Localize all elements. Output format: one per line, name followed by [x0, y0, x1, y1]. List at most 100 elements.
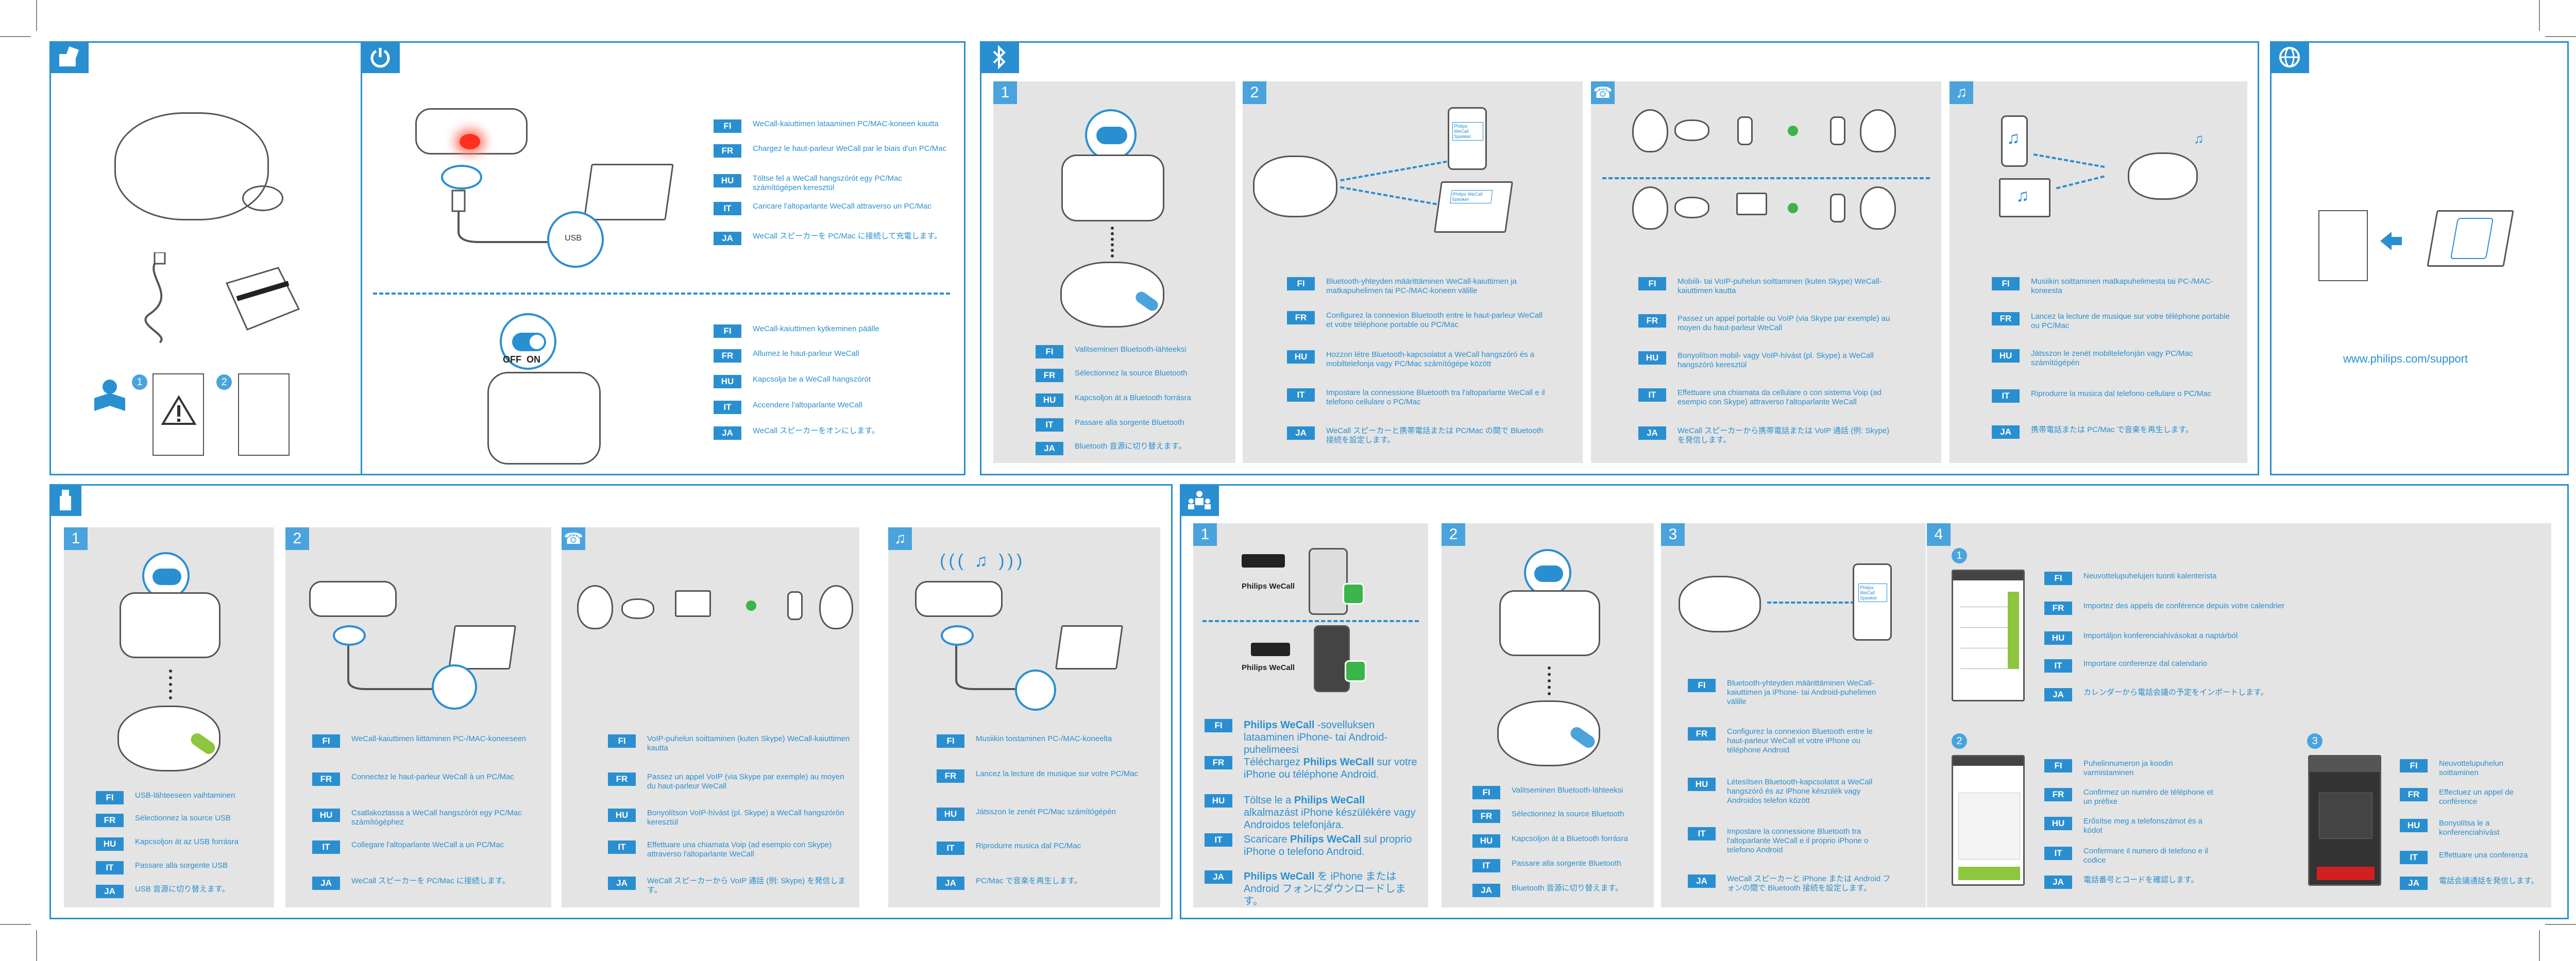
instruction-text: Configurez la connexion Bluetooth entre … — [1326, 311, 1543, 329]
instruction-text: Téléchargez Philips WeCall sur votre iPh… — [1244, 757, 1417, 780]
smartphone-illustration: ♫ — [2001, 115, 2028, 167]
language-code-badge: FI — [1205, 719, 1232, 732]
instruction-text: Collegare l'altoparlante WeCall a un PC/… — [351, 840, 504, 849]
instruction-text: Bonyolítsa le a konferenciahívást — [2439, 819, 2500, 837]
language-code-badge: FR — [1472, 810, 1500, 823]
language-code-badge: IT — [937, 842, 964, 855]
language-code-badge: FI — [2400, 759, 2428, 773]
sound-waves: ((( ♫ ))) — [940, 551, 1026, 571]
language-code-badge: FR — [1287, 311, 1315, 324]
instruction-text: Importez des appels de conférence depuis… — [2083, 602, 2285, 610]
instruction-text: WeCall-kaiuttimen lataaminen PC/MAC-kone… — [753, 119, 939, 128]
instruction-text: Allumez le haut-parleur WeCall — [753, 349, 859, 358]
language-code-badge: FI — [1472, 786, 1500, 799]
instruction-text: Passez un appel portable ou VoIP (via Sk… — [1677, 314, 1890, 332]
instruction-text: WeCall スピーカーを PC/Mac に接続します。 — [351, 877, 510, 885]
phone-icon: ☎ — [562, 527, 585, 550]
language-code-badge: HU — [96, 837, 124, 851]
language-code-badge: IT — [1992, 389, 2020, 403]
lang-row: FR Allumez le haut-parleur WeCall — [714, 349, 948, 363]
instruction-text: Neuvottelupuhelun soittaminen — [2439, 759, 2504, 777]
support-url[interactable]: www.philips.com/support — [2343, 352, 2468, 365]
instruction-text: Kapcsoljon át a Bluetooth forrásra — [1512, 834, 1628, 843]
laptop-device-label: Philips WeCall Speaker — [1449, 190, 1493, 203]
language-code-badge: JA — [312, 877, 340, 890]
instruction-text: Puhelinnumeron ja koodin varmistaminen — [2083, 759, 2173, 777]
language-code-badge: IT — [1287, 388, 1315, 402]
usb-cable — [347, 646, 443, 690]
language-code-badge: IT — [96, 861, 124, 874]
language-code-badge: FR — [96, 814, 124, 827]
instruction-text: Bluetooth-yhteyden määrittäminen WeCall-… — [1727, 679, 1876, 706]
language-code-badge: FI — [608, 734, 636, 748]
language-code-badge: IT — [714, 202, 741, 215]
instruction-text: Kapcsolja be a WeCall hangszórót — [753, 375, 871, 384]
language-code-badge: IT — [1638, 388, 1666, 402]
power-switch-zoom — [500, 313, 556, 370]
instruction-text: Importáljon konferenciahívásokat a naptá… — [2083, 631, 2238, 640]
language-code-badge: FR — [714, 144, 741, 158]
globe-icon — [2270, 41, 2309, 73]
instruction-text: WeCall スピーカーから VoIP 通話 (例: Skype) を発信します… — [647, 877, 846, 895]
speaker-top — [1253, 156, 1337, 217]
language-code-badge: FI — [1287, 277, 1315, 290]
crop-mark — [2545, 36, 2576, 37]
instruction-text: Bluetooth 音源に切り替えます。 — [1075, 442, 1187, 451]
instruction-text: カレンダーから電話会議の予定をインポートします。 — [2083, 688, 2268, 697]
lang-row: JA WeCall スピーカーから VoIP 通話 (例: Skype) を発信し… — [608, 877, 853, 895]
instruction-text: Neuvottelupuhelujen tuonti kalenterista — [2083, 572, 2217, 580]
box-contents-icon — [49, 41, 89, 73]
instruction-text: Lancez la lecture de musique sur votre P… — [976, 769, 1139, 778]
instruction-text: Valitseminen Bluetooth-lähteeksi — [1075, 345, 1187, 354]
language-code-badge: FI — [96, 791, 124, 804]
language-code-badge: JA — [714, 426, 741, 440]
language-code-badge: HU — [1205, 794, 1232, 808]
music-icon: ♫ — [2016, 186, 2029, 205]
language-code-badge: IT — [2044, 847, 2072, 860]
instruction-text: Importare conferenze dal calendario — [2083, 659, 2208, 668]
instruction-text: Confermare il numero di telefono e il co… — [2083, 847, 2208, 865]
laptop-illustration — [1736, 193, 1767, 215]
laptop-illustration — [583, 164, 674, 220]
step-number: 1 — [132, 374, 147, 390]
language-code-badge: JA — [608, 877, 636, 890]
instruction-text: Passez un appel VoIP (via Skype par exem… — [647, 773, 844, 791]
instruction-text: Effectuez un appel de conférence — [2439, 788, 2514, 806]
usb-label: USB — [565, 234, 582, 243]
language-code-badge: FI — [1638, 277, 1666, 290]
person-illustration — [1860, 186, 1896, 230]
language-code-badge: FI — [1992, 277, 2020, 290]
laptop-illustration — [1055, 625, 1124, 670]
step-number: 2 — [1243, 81, 1266, 104]
instruction-text: 携帯電話または PC/Mac で音楽を再生します。 — [2031, 425, 2194, 434]
connector-dots — [1548, 666, 1551, 695]
crop-mark — [2545, 924, 2576, 925]
step-number: 2 — [285, 527, 309, 550]
language-code-badge: FR — [608, 773, 636, 786]
laptop-illustration: ♫ — [1999, 178, 2050, 217]
instruction-text: WeCall スピーカーを PC/Mac に接続して充電します。 — [753, 232, 942, 241]
language-code-badge: FR — [714, 349, 741, 363]
instruction-text: Erősítse meg a telefonszámot és a kódot — [2083, 817, 2202, 835]
instruction-text: Létesítsen Bluetooth-kapcsolatot a WeCal… — [1727, 778, 1873, 805]
crop-mark — [2539, 930, 2540, 961]
speaker-top — [1679, 576, 1761, 632]
